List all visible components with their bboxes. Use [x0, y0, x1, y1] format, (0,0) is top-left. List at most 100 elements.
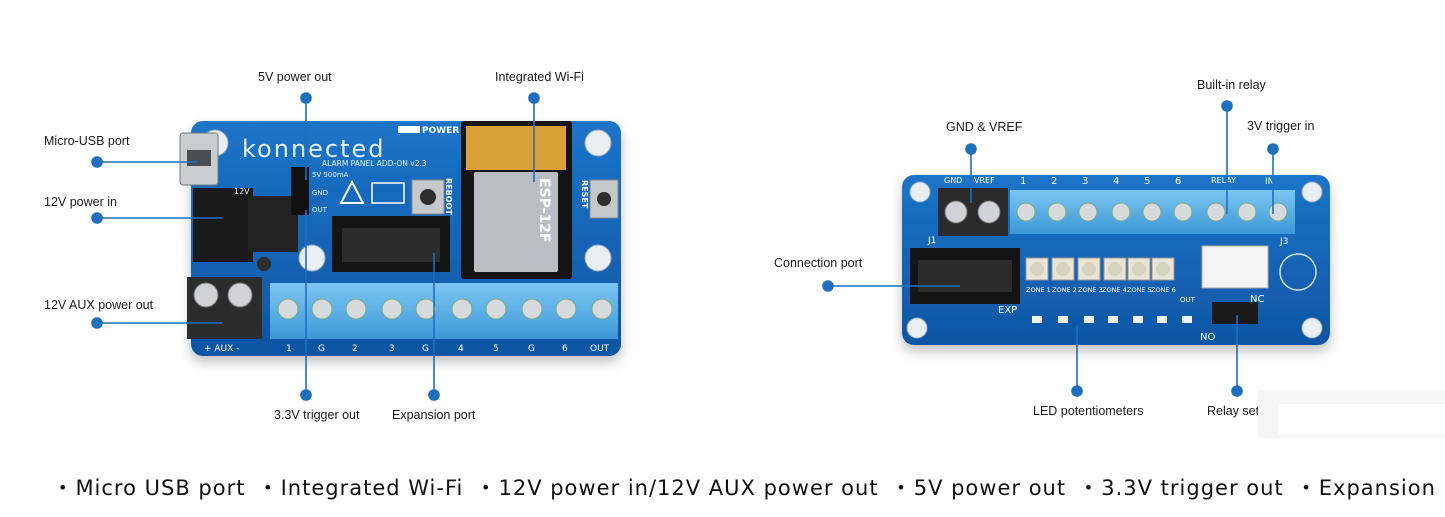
- feature-item: •3.3V trigger out: [1083, 476, 1284, 500]
- board-subtitle: ALARM PANEL ADD-ON v2.3: [322, 159, 427, 168]
- callout-integrated-wifi: Integrated Wi-Fi: [495, 70, 584, 84]
- mounting-hole-icon: [906, 317, 928, 339]
- zone-label: ZONE 1: [1026, 286, 1051, 294]
- callout-3v-trigger-in: 3V trigger in: [1247, 119, 1315, 133]
- no-label: NO: [1200, 332, 1215, 343]
- nc-label: NC: [1250, 294, 1264, 305]
- terminal-label: G: [422, 344, 429, 354]
- feature-item: •Expansion port: [1301, 476, 1445, 500]
- mounting-hole-icon: [1301, 181, 1323, 203]
- terminal-screw-icon: [193, 282, 219, 308]
- zone-label: ZONE 4: [1102, 286, 1127, 294]
- relay-logo-icon: [1279, 253, 1317, 291]
- top-label: 2: [1051, 176, 1057, 187]
- top-label: VREF: [974, 176, 995, 185]
- terminal-label: 5: [493, 344, 499, 354]
- callout-micro-usb: Micro-USB port: [44, 134, 130, 148]
- power-label: POWER: [422, 126, 459, 136]
- relay: [1201, 245, 1269, 289]
- terminal-screw-icon: [227, 282, 253, 308]
- top-label: 6: [1175, 176, 1181, 187]
- barrel-jack: [193, 188, 253, 262]
- zone-label: ZONE 5: [1127, 286, 1152, 294]
- right-board: GND VREF 1 2 3 4 5 6 RELAY IN J1 J3: [902, 175, 1330, 345]
- out-label: OUT: [312, 206, 328, 214]
- zone-label: ZONE 2: [1052, 286, 1077, 294]
- callout-gnd-vref: GND & VREF: [946, 120, 1023, 134]
- terminal-screw-icon: [944, 200, 968, 224]
- callout-12v-power-in: 12V power in: [44, 195, 117, 209]
- callout-5v-power-out: 5V power out: [258, 70, 332, 84]
- out-label: OUT: [1180, 296, 1196, 304]
- reboot-button-cap: [420, 189, 436, 205]
- mounting-hole-icon: [909, 181, 931, 203]
- zone-terminal-screws: [277, 298, 613, 320]
- callout-expansion-port: Expansion port: [392, 408, 476, 422]
- feature-list: •Micro USB port •Integrated Wi-Fi •12V p…: [58, 476, 1445, 500]
- reset-label: RESET: [580, 180, 589, 209]
- terminal-label: 6: [562, 344, 568, 354]
- board-brand: konnected: [242, 135, 386, 163]
- zone-leds: [1032, 316, 1192, 323]
- capacitor: [257, 257, 271, 271]
- zone-terminal-screws: [1016, 202, 1288, 222]
- callout-lines: [91, 92, 1279, 401]
- callout-12v-aux: 12V AUX power out: [44, 298, 154, 312]
- callout-connection-port: Connection port: [774, 256, 863, 270]
- terminal-label: + AUX -: [204, 344, 239, 354]
- j1-label: J1: [927, 236, 936, 246]
- led-potentiometers: [1025, 257, 1175, 281]
- feature-item: •5V power out: [896, 476, 1067, 500]
- feature-item: •Integrated Wi-Fi: [263, 476, 464, 500]
- callout-led-potentiometers: LED potentiometers: [1033, 404, 1144, 418]
- module-label: ESP-12F: [536, 178, 552, 243]
- terminal-label: 4: [458, 344, 464, 354]
- power-led: [398, 126, 420, 133]
- info-icon: [371, 182, 405, 204]
- callout-relay-settings: Relay sett: [1207, 404, 1263, 418]
- zone-label: ZONE 6: [1151, 286, 1176, 294]
- warning-icon: [339, 179, 365, 204]
- reset-button-cap: [597, 192, 611, 206]
- mounting-hole-icon: [584, 244, 612, 272]
- connection-port-socket: [918, 260, 1012, 292]
- gnd-label: GND: [312, 189, 328, 197]
- callout-built-in-relay: Built-in relay: [1197, 78, 1266, 92]
- terminal-screw-icon: [977, 200, 1001, 224]
- expansion-socket: [342, 228, 440, 262]
- terminal-label: G: [528, 344, 535, 354]
- top-label: 1: [1020, 176, 1026, 187]
- top-label: 3: [1082, 176, 1088, 187]
- top-label: GND: [944, 176, 962, 185]
- top-label: RELAY: [1211, 176, 1236, 185]
- zone-label: ZONE 3: [1078, 286, 1103, 294]
- rating-label: 5V 500mA: [312, 171, 349, 179]
- overlay-box-inner: [1278, 404, 1445, 434]
- terminal-label: 3: [389, 344, 395, 354]
- barrel-jack-body: [248, 196, 298, 252]
- top-label: 5: [1144, 176, 1150, 187]
- left-board: konnected ALARM PANEL ADD-ON v2.3 POWER …: [179, 121, 621, 356]
- terminal-label: OUT: [590, 344, 610, 354]
- mounting-hole-icon: [1301, 317, 1323, 339]
- callout-3v3-trigger-out: 3.3V trigger out: [274, 408, 360, 422]
- terminal-label: 1: [286, 344, 292, 354]
- volt-label: 12V: [234, 187, 250, 196]
- terminal-label: 2: [352, 344, 358, 354]
- micro-usb-socket: [187, 150, 211, 166]
- 5v-header: [291, 167, 309, 215]
- top-label: IN: [1265, 177, 1274, 187]
- feature-item: •12V power in/12V AUX power out: [481, 476, 879, 500]
- mounting-hole-icon: [298, 244, 326, 272]
- terminal-label: G: [318, 344, 325, 354]
- antenna-trace: [466, 126, 566, 170]
- mounting-hole-icon: [584, 129, 612, 157]
- reboot-label: REBOOT: [444, 178, 453, 215]
- j3-label: J3: [1279, 237, 1288, 247]
- relay-jumper: [1212, 302, 1258, 324]
- esp-shield: [474, 172, 558, 272]
- exp-label: EXP: [998, 305, 1017, 316]
- top-label: 4: [1113, 176, 1119, 187]
- feature-item: •Micro USB port: [58, 476, 246, 500]
